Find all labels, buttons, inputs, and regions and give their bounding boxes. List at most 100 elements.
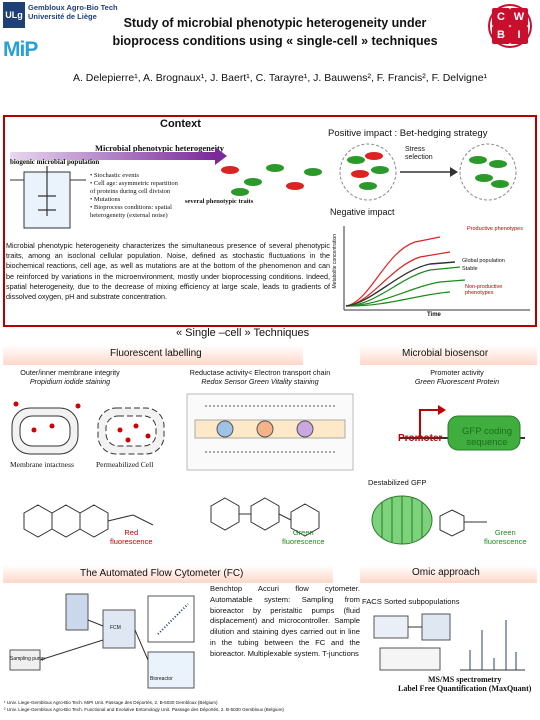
msms-line1: MS/MS spectrometry xyxy=(428,675,502,684)
context-box xyxy=(3,115,537,327)
membrane-subtitle: Outer/inner membrane integrity Propidium… xyxy=(10,368,130,386)
production-curves xyxy=(343,226,530,311)
membrane-figures xyxy=(11,401,165,455)
cause-item: • Bioprocess conditions: spatial xyxy=(90,203,172,211)
automated-fc-setup xyxy=(9,593,195,689)
ulg-logo-line1: Gembloux Agro-Bio Tech xyxy=(28,3,118,12)
gfp-structure xyxy=(371,495,487,545)
redox-sub2: Redox Sensor Green Vitality staining xyxy=(201,376,319,386)
bioreactor-label: Bioreactor xyxy=(150,676,173,682)
phenotype-cells xyxy=(221,164,322,196)
membrane-sub2: Propidium iodide staining xyxy=(29,376,111,386)
fcm-label: FCM xyxy=(110,625,121,631)
cwbi-letter-i: I xyxy=(510,26,528,44)
promoter-label: Promoter xyxy=(398,433,443,444)
selection-line: selection xyxy=(405,154,433,162)
heterogeneity-causes: • Stochastic events • Cell age: asymmetr… xyxy=(90,172,200,220)
ulg-logo: ULg xyxy=(3,2,25,28)
footnote-2: ² Univ. Liege-Gembloux Agro-Bio Tech. Fu… xyxy=(4,706,284,712)
cwbi-letter-b: B xyxy=(492,26,510,44)
cell-green xyxy=(244,178,262,186)
permeabilized-label: Permeabilized Cell xyxy=(96,460,154,469)
cause-item: • Stochastic events xyxy=(90,172,139,179)
biosensor-construct xyxy=(400,405,525,451)
red-fluorescence-label: Red fluorescence xyxy=(110,528,153,546)
bet-hedging-diagram xyxy=(339,143,517,201)
heterogeneity-arrow xyxy=(10,152,215,160)
green-label-line1: Green xyxy=(292,528,314,537)
gfp-coding-line1: GFP coding xyxy=(462,426,512,437)
cause-item: • Mutations xyxy=(90,195,121,203)
biosensor-title: Microbial biosensor xyxy=(402,348,489,359)
several-traits-label: several phenotypic traits xyxy=(185,198,254,205)
cell-red xyxy=(286,182,304,190)
redox-dye-structure xyxy=(210,497,320,537)
flow-cytometer-title: The Automated Flow Cytometer (FC) xyxy=(80,568,244,579)
green-fluorescence-label: Green fluorescence xyxy=(282,528,325,546)
destabilized-gfp-label: Destabilized GFP xyxy=(368,478,427,487)
omic-header-bar xyxy=(360,565,537,583)
fluorescent-header-bar xyxy=(3,345,303,365)
membrane-intact-label: Membrane intactness xyxy=(10,460,74,469)
footnotes: ¹ Univ. Liege-Gembloux Agro-Bio Tech. Mi… xyxy=(4,700,284,714)
mip-logo: MiP xyxy=(3,38,38,61)
context-title: Context xyxy=(160,118,201,130)
redox-subtitle: Reductase activity< Electron transport c… xyxy=(165,368,355,386)
cwbi-letter-w: W xyxy=(510,8,528,26)
authors: A. Delepierre¹, A. Brognaux¹, J. Baert¹,… xyxy=(72,72,488,84)
cell-green xyxy=(266,164,284,172)
msms-label: MS/MS spectrometry Label Free Quantifica… xyxy=(398,675,531,693)
heterogeneity-arrow-head xyxy=(215,147,227,165)
electron-transport-schematic xyxy=(186,393,354,471)
cwbi-letter-c: C xyxy=(492,8,510,26)
flow-cytometer-header-bar xyxy=(3,565,333,583)
biosensor-sub1: Promoter activity xyxy=(430,368,484,377)
facs-label: FACS Sorted subpopulations xyxy=(362,597,460,606)
title-line-2: bioprocess conditions using « single-cel… xyxy=(112,34,438,49)
red-label-line1: Red xyxy=(124,528,139,537)
biogenic-label: biogenic microbial population xyxy=(10,158,100,166)
biosensor-green-line1: Green xyxy=(494,528,516,537)
footnote-1: ¹ Univ. Liege-Gembloux Agro-Bio Tech. Mi… xyxy=(4,700,218,705)
biosensor-green-label: Green fluorescence xyxy=(484,528,527,546)
biosensor-sub2: Green Fluorescent Protein xyxy=(414,376,500,386)
redox-sub1: Reductase activity< Electron transport c… xyxy=(189,368,331,377)
single-cell-title: « Single –cell » Techniques xyxy=(176,327,310,339)
flow-cytometer-text: Benchtop Accuri flow cytometer. Automata… xyxy=(210,584,360,658)
ulg-logo-text: Gembloux Agro-Bio Tech Université de Liè… xyxy=(28,3,118,22)
bioreactor-schematic xyxy=(10,166,86,229)
gfp-coding-line2: sequence xyxy=(466,436,508,448)
fluorescent-title: Fluorescent labelling xyxy=(110,348,202,359)
stress-line: Stress xyxy=(405,146,425,153)
title-line-1: Study of microbial phenotypic heterogene… xyxy=(123,16,427,30)
positive-impact: Positive impact : Bet-hedging strategy xyxy=(328,128,488,139)
cell-red xyxy=(221,166,239,174)
poster-title: Study of microbial phenotypic heterogene… xyxy=(95,14,455,50)
biosensor-header-bar xyxy=(360,345,537,365)
curve-global: Global population xyxy=(462,258,505,264)
cell-green xyxy=(304,168,322,176)
cause-item: heterogeneity (external noise) xyxy=(90,211,168,219)
cause-item: • Cell age: asymmetric repartition xyxy=(90,179,178,187)
ulg-logo-line2: Université de Liège xyxy=(28,12,97,22)
heterogeneity-figure-title: Microbial phenotypic heterogeneity xyxy=(95,143,225,153)
omic-workflow xyxy=(373,613,525,671)
curve-ylabel: Metabolite concentration xyxy=(332,234,338,289)
context-paragraph: Microbial phenotypic heterogeneity chara… xyxy=(6,241,330,302)
msms-line2: Label Free Quantification (MaxQuant) xyxy=(398,684,532,694)
sampling-pump-label: Sampling pump xyxy=(10,656,45,662)
cell-green xyxy=(231,188,249,196)
membrane-sub1: Outer/inner membrane integrity xyxy=(20,368,120,377)
curve-productive: Productive phenotypes xyxy=(467,226,523,232)
omic-title: Omic approach xyxy=(412,567,480,578)
cause-item: of proteins during cell division xyxy=(90,187,171,195)
curve-nonproductive: Non-productive phenotypes xyxy=(465,284,503,296)
curve-stable: Stable xyxy=(462,266,478,272)
gfp-coding-label: GFP coding sequence xyxy=(452,426,522,449)
cwbi-logo: C W B I xyxy=(488,4,532,48)
green-label-line2: fluorescence xyxy=(282,537,325,546)
negative-impact: Negative impact xyxy=(330,207,395,217)
propidium-iodide-structure xyxy=(23,504,154,538)
curve-xlabel: Time xyxy=(427,312,441,318)
biosensor-green-line2: fluorescence xyxy=(484,537,527,546)
